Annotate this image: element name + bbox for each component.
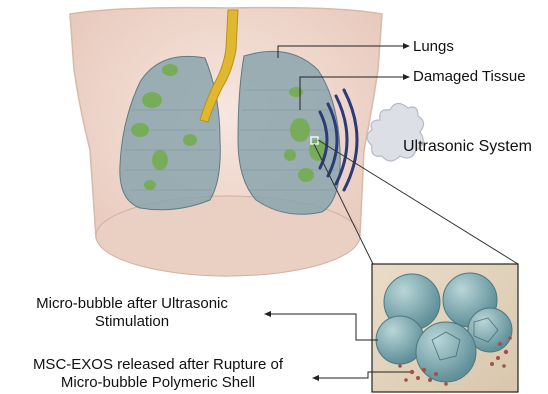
label-micro-bubble-line1: Micro-bubble after Ultrasonic [8, 295, 256, 313]
label-damaged-tissue: Damaged Tissue [413, 68, 526, 86]
label-micro-bubble-line2: Stimulation [8, 313, 256, 331]
inset-magnified-view [372, 264, 518, 392]
label-lungs: Lungs [413, 38, 454, 56]
label-msc-line2: Micro-bubble Polymeric Shell [4, 374, 312, 392]
micro-bubble-leader [270, 314, 378, 340]
label-msc-line1: MSC-EXOS released after Rupture of [4, 356, 312, 374]
label-ultrasonic-system: Ultrasonic System [403, 138, 532, 156]
label-micro-bubble: Micro-bubble after Ultrasonic Stimulatio… [8, 295, 256, 331]
label-msc-exos: MSC-EXOS released after Rupture of Micro… [4, 356, 312, 392]
